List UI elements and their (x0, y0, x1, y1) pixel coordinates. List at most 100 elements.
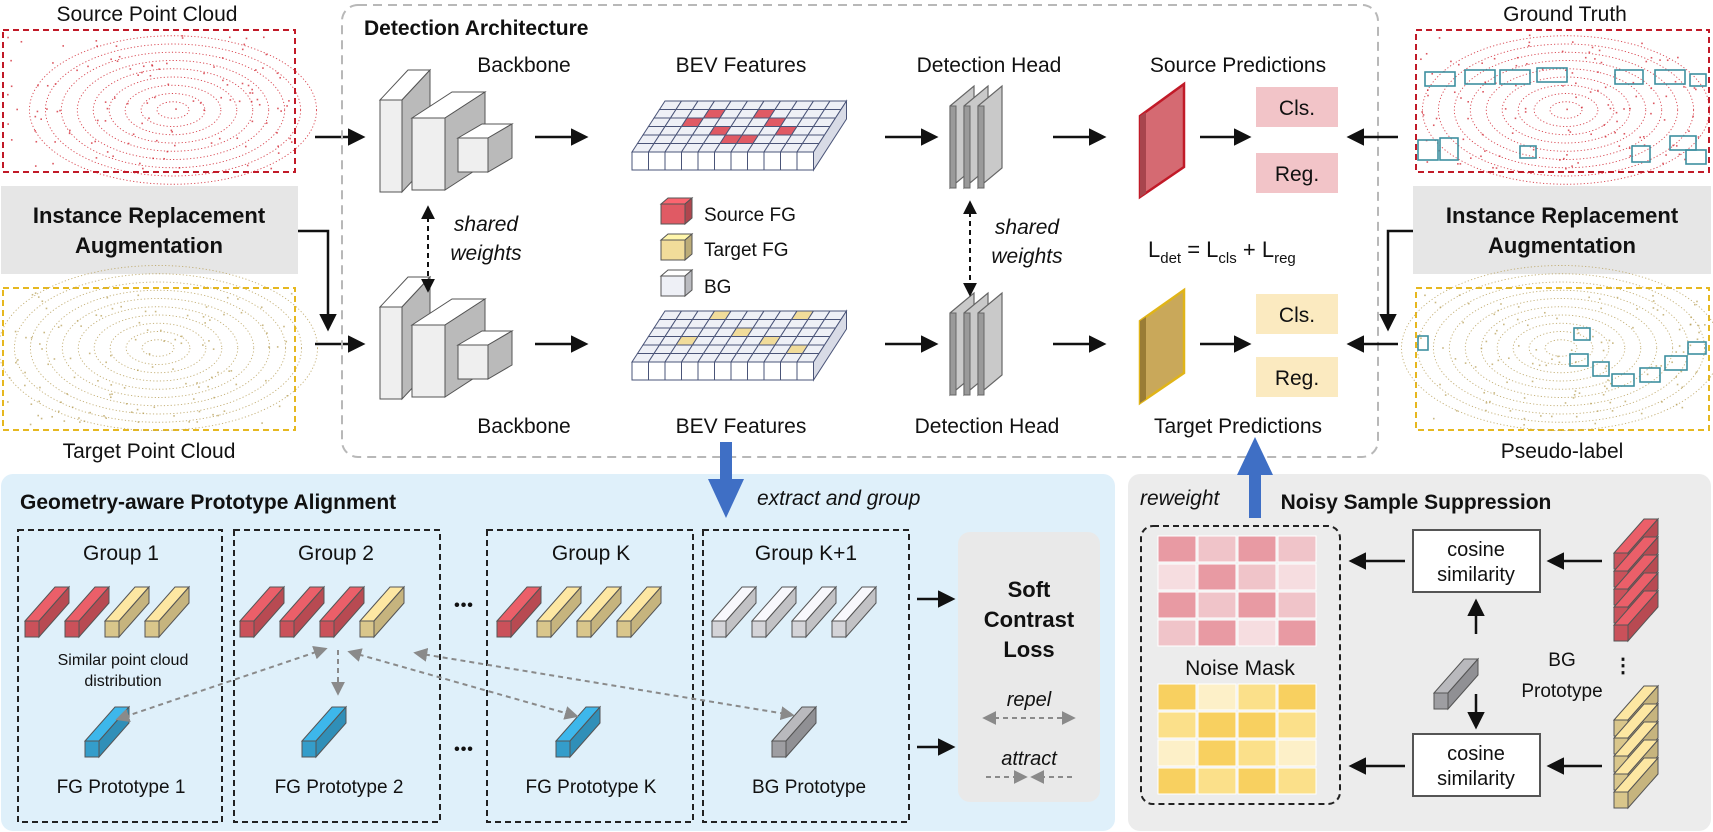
attract-label: attract (1001, 748, 1058, 770)
point (43, 331, 46, 334)
point (7, 93, 9, 96)
point (14, 330, 17, 333)
point (1575, 415, 1578, 418)
point (1695, 371, 1698, 374)
legend-target-fg-cube (659, 232, 694, 262)
point (57, 410, 60, 413)
point (1467, 302, 1470, 305)
point (1588, 51, 1591, 54)
point (1421, 111, 1423, 113)
nss-vertical-dots: ⋮ (1613, 655, 1633, 677)
point (1571, 41, 1574, 43)
bev-front-cell (796, 361, 814, 381)
point (1460, 97, 1462, 99)
repel-label: repel (1007, 689, 1052, 711)
source-reg-label: Reg. (1275, 163, 1319, 186)
noise-mask-cell (1277, 591, 1317, 619)
point (1680, 370, 1683, 373)
point (39, 386, 41, 389)
source-fg-feature (495, 585, 543, 639)
source-cls-box: Cls. (1256, 87, 1338, 127)
bev-features-bottom-grid (631, 309, 848, 382)
point (76, 69, 78, 72)
point (1577, 162, 1579, 164)
point (1480, 155, 1482, 158)
point (163, 157, 166, 160)
point (69, 129, 71, 132)
fg-prototype-2-label: FG Prototype 2 (275, 777, 404, 798)
point-ring (156, 101, 190, 119)
gpa-title: Geometry-aware Prototype Alignment (20, 491, 396, 514)
backbone-top-icon (378, 68, 514, 194)
nss-source-feature (1612, 589, 1660, 643)
point (1523, 417, 1526, 420)
point (1683, 86, 1685, 88)
point (1439, 383, 1441, 386)
point (1678, 345, 1681, 347)
shared-weights-2-line1: shared (995, 216, 1061, 239)
point-ring (1453, 51, 1679, 169)
point-ring (108, 76, 238, 144)
point (290, 141, 293, 143)
point (52, 62, 54, 64)
point (1697, 136, 1700, 138)
point (151, 64, 154, 67)
head-plate-edge (977, 312, 985, 396)
point (1659, 59, 1661, 61)
point (276, 346, 279, 348)
point (59, 109, 61, 112)
point (1491, 363, 1494, 366)
point-ring (141, 339, 175, 357)
point (229, 99, 232, 101)
point (1484, 150, 1486, 152)
point (1652, 295, 1654, 297)
point (1662, 162, 1664, 165)
bg-feature (830, 585, 878, 639)
point (228, 370, 230, 372)
point (261, 422, 263, 424)
point (198, 410, 201, 413)
target-reg-label: Reg. (1275, 367, 1319, 390)
point (78, 417, 80, 419)
point (222, 79, 224, 82)
point (188, 421, 190, 423)
point (180, 335, 183, 338)
point (1462, 138, 1465, 141)
point (286, 105, 288, 107)
point (1559, 159, 1561, 161)
point (1500, 303, 1502, 305)
point (1629, 107, 1631, 110)
point (1531, 380, 1534, 383)
point (1614, 131, 1616, 134)
point (1528, 34, 1531, 37)
point (1665, 154, 1667, 156)
point (170, 129, 173, 132)
point (39, 343, 41, 345)
point (152, 157, 154, 160)
point-ring (13, 273, 303, 423)
point (1431, 73, 1434, 75)
point (153, 96, 156, 99)
point (1639, 136, 1642, 139)
point-ring (77, 306, 239, 390)
point (1541, 68, 1544, 71)
point (1506, 381, 1508, 384)
point (223, 410, 226, 412)
point (1693, 87, 1696, 89)
legend-source-fg: Source FG (704, 205, 796, 226)
point (7, 36, 9, 39)
noise-mask-cell (1237, 563, 1277, 591)
point (1561, 50, 1564, 53)
point (10, 85, 13, 88)
point (1458, 294, 1461, 297)
point (111, 307, 114, 310)
bev-front-cell (780, 361, 798, 381)
similar-line1: Similar point cloud (58, 652, 189, 669)
ira-right-line2: Augmentation (1488, 233, 1636, 258)
point (196, 382, 198, 384)
point (1459, 163, 1462, 165)
bev-front-cell (681, 361, 699, 381)
target-fg-feature (143, 585, 191, 639)
point (1523, 424, 1525, 426)
point (1652, 102, 1655, 105)
